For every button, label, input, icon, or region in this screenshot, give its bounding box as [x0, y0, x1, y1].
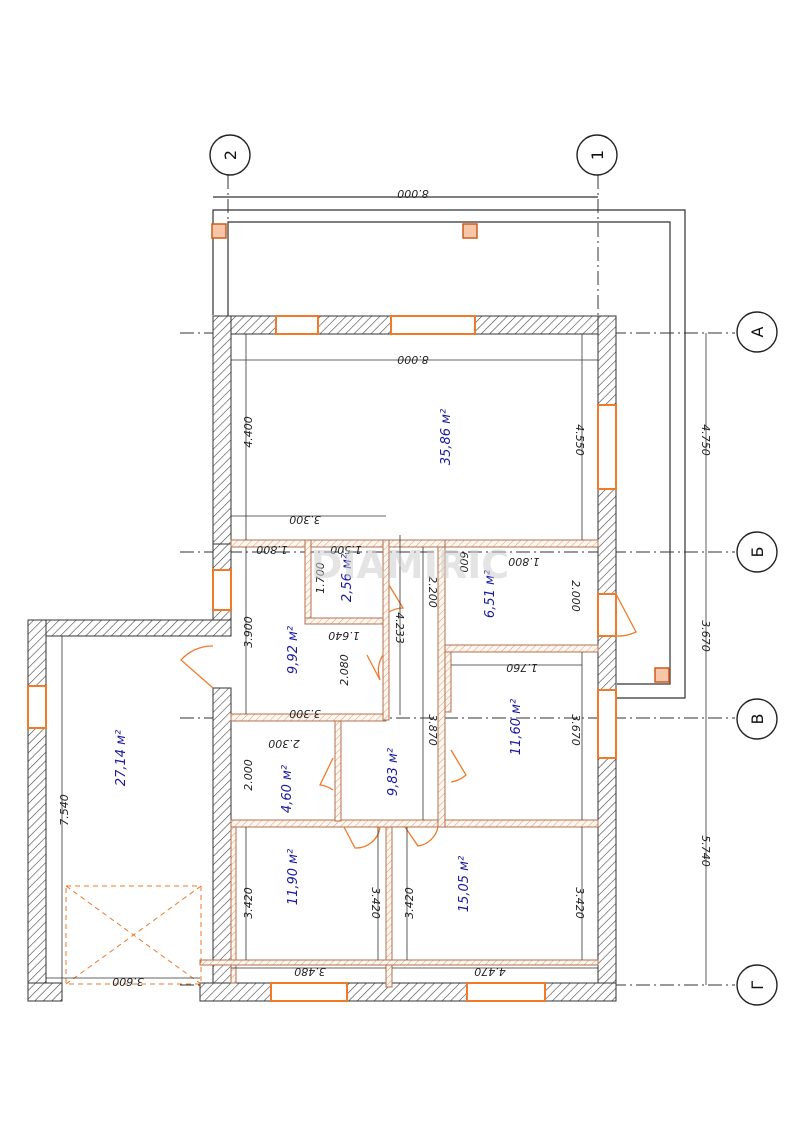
dim-3600: 3.600 [112, 975, 144, 988]
dim-3420-d: 3.420 [573, 887, 586, 919]
dim-axis-1-2: 8.000 [397, 187, 429, 200]
terrace-outline [212, 196, 686, 699]
dim-3420-b: 3.420 [369, 887, 382, 919]
dim-v-g: 5.740 [699, 835, 712, 867]
doors [180, 584, 637, 849]
dimension-labels: 8.000 8.000 4.400 4.550 4.750 3.670 5.74… [58, 187, 712, 988]
dim-hall-top: 3.300 [289, 513, 321, 526]
area-bedroom-1: 11,90 м² [286, 849, 301, 905]
dim-1800-b: 1.800 [508, 555, 540, 568]
dim-4233: 4.233 [393, 612, 406, 644]
axis-marker-v: В [736, 698, 778, 740]
dim-3670-b: 3.670 [569, 714, 582, 746]
axis-marker-g: Г [736, 964, 778, 1006]
dim-2000-c: 2.000 [242, 759, 255, 791]
area-corridor: 9,83 м² [386, 748, 401, 796]
dim-7540: 7.540 [58, 794, 71, 826]
dim-2300: 2.300 [268, 737, 300, 750]
room-areas: 35,86 м² 2,56 м² 9,92 м² 6,51 м² 11,60 м… [114, 409, 524, 912]
dim-3420-a: 3.420 [242, 887, 255, 919]
dim-b-v: 3.670 [699, 620, 712, 652]
dim-1760: 1.760 [506, 661, 538, 674]
axis-marker-b: Б [736, 531, 778, 573]
windows [27, 315, 617, 1002]
dim-3870: 3.870 [426, 714, 439, 746]
dim-3420-c: 3.420 [403, 887, 416, 919]
dim-a-b: 4.750 [699, 424, 712, 456]
dim-4470: 4.470 [474, 965, 506, 978]
area-651: 6,51 м² [483, 570, 498, 618]
area-wc: 2,56 м² [340, 554, 355, 602]
area-living: 35,86 м² [439, 409, 454, 465]
dimension-lines [46, 333, 707, 985]
dim-2000-b: 2.000 [569, 580, 582, 612]
axis-markers: 2 1 А Б В Г [209, 134, 778, 1006]
dim-1500: 1.500 [330, 543, 362, 556]
axis-marker-2: 2 [209, 134, 251, 176]
dim-3480: 3.480 [294, 965, 326, 978]
area-hall: 9,92 м² [286, 626, 301, 674]
dim-top-inner: 8.000 [397, 353, 429, 366]
svg-text:А: А [748, 326, 767, 337]
axis-marker-a: А [736, 311, 778, 353]
dim-1700: 1.700 [314, 562, 327, 594]
svg-text:Г: Г [748, 980, 767, 990]
svg-text:Б: Б [748, 547, 767, 558]
svg-text:В: В [748, 714, 767, 725]
dim-600: 600 [457, 552, 470, 573]
area-garage: 27,14 м² [114, 730, 129, 786]
dim-3300-b: 3.300 [289, 707, 321, 720]
axis-marker-1: 1 [576, 134, 618, 176]
interior-walls [199, 539, 599, 988]
dim-1640: 1.640 [328, 629, 360, 642]
terrace-posts [211, 223, 670, 683]
area-1160: 11,60 м² [509, 699, 524, 755]
garage-parking-mark [65, 885, 202, 985]
area-460: 4,60 м² [280, 765, 295, 813]
dim-living-right: 4.550 [573, 424, 586, 456]
dim-2080: 2.080 [338, 654, 351, 686]
watermark: DIAMIRIC [311, 543, 509, 587]
svg-text:1: 1 [588, 150, 607, 160]
dim-2200: 2.200 [426, 576, 439, 608]
svg-text:2: 2 [221, 150, 240, 160]
dim-3900: 3.900 [242, 616, 255, 648]
dim-1800-a: 1.800 [256, 543, 288, 556]
dim-living-left: 4.400 [242, 416, 255, 448]
area-bedroom-2: 15,05 м² [457, 856, 472, 912]
